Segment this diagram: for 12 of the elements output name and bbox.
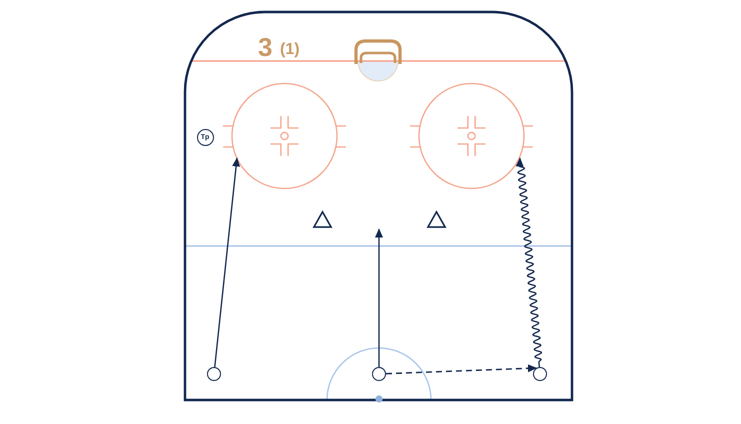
player-marker (533, 367, 547, 381)
arrow (214, 158, 240, 368)
cone-marker (312, 210, 332, 228)
arrow (375, 228, 383, 367)
drill-number: 3 (258, 34, 272, 60)
tp-circle (196, 128, 214, 146)
player-marker (207, 367, 221, 381)
cone-marker (426, 210, 446, 228)
dashed-arrow (386, 364, 537, 374)
player-marker (372, 367, 386, 381)
drill-subnumber: (1) (280, 42, 300, 58)
wavy-arrow (516, 158, 542, 368)
